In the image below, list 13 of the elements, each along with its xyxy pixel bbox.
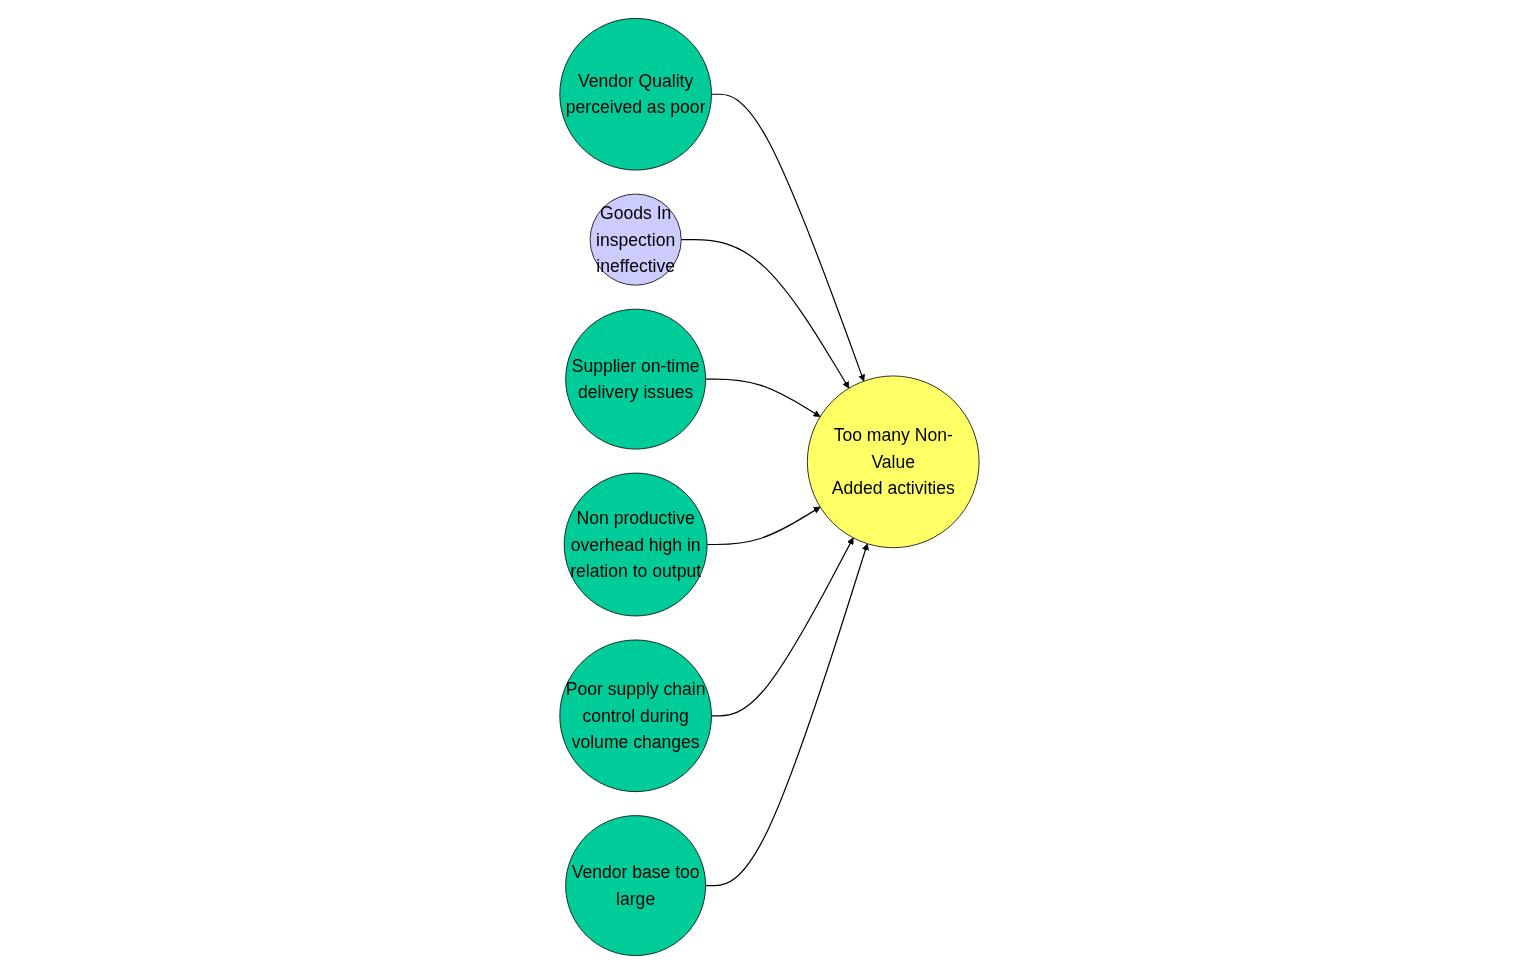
node-circle: Supplier on-time delivery issues (564, 308, 706, 449)
arrow (710, 537, 854, 716)
node-circle: Non productive overhead high in relation to output (563, 472, 708, 616)
node-circle: Vendor Quality perceived as poor (558, 17, 712, 170)
node-circle: Vendor base too large (564, 814, 706, 956)
arrow (680, 238, 849, 389)
arrow (710, 93, 865, 381)
arrow (704, 378, 821, 417)
arrow (706, 506, 821, 545)
node-circle: Goods In inspection ineffective (589, 193, 682, 286)
node-circle: Too many Non-Value Added activities (806, 375, 980, 548)
node-circle: Poor supply chain control during volume changes (558, 639, 712, 792)
arrow (704, 542, 869, 886)
